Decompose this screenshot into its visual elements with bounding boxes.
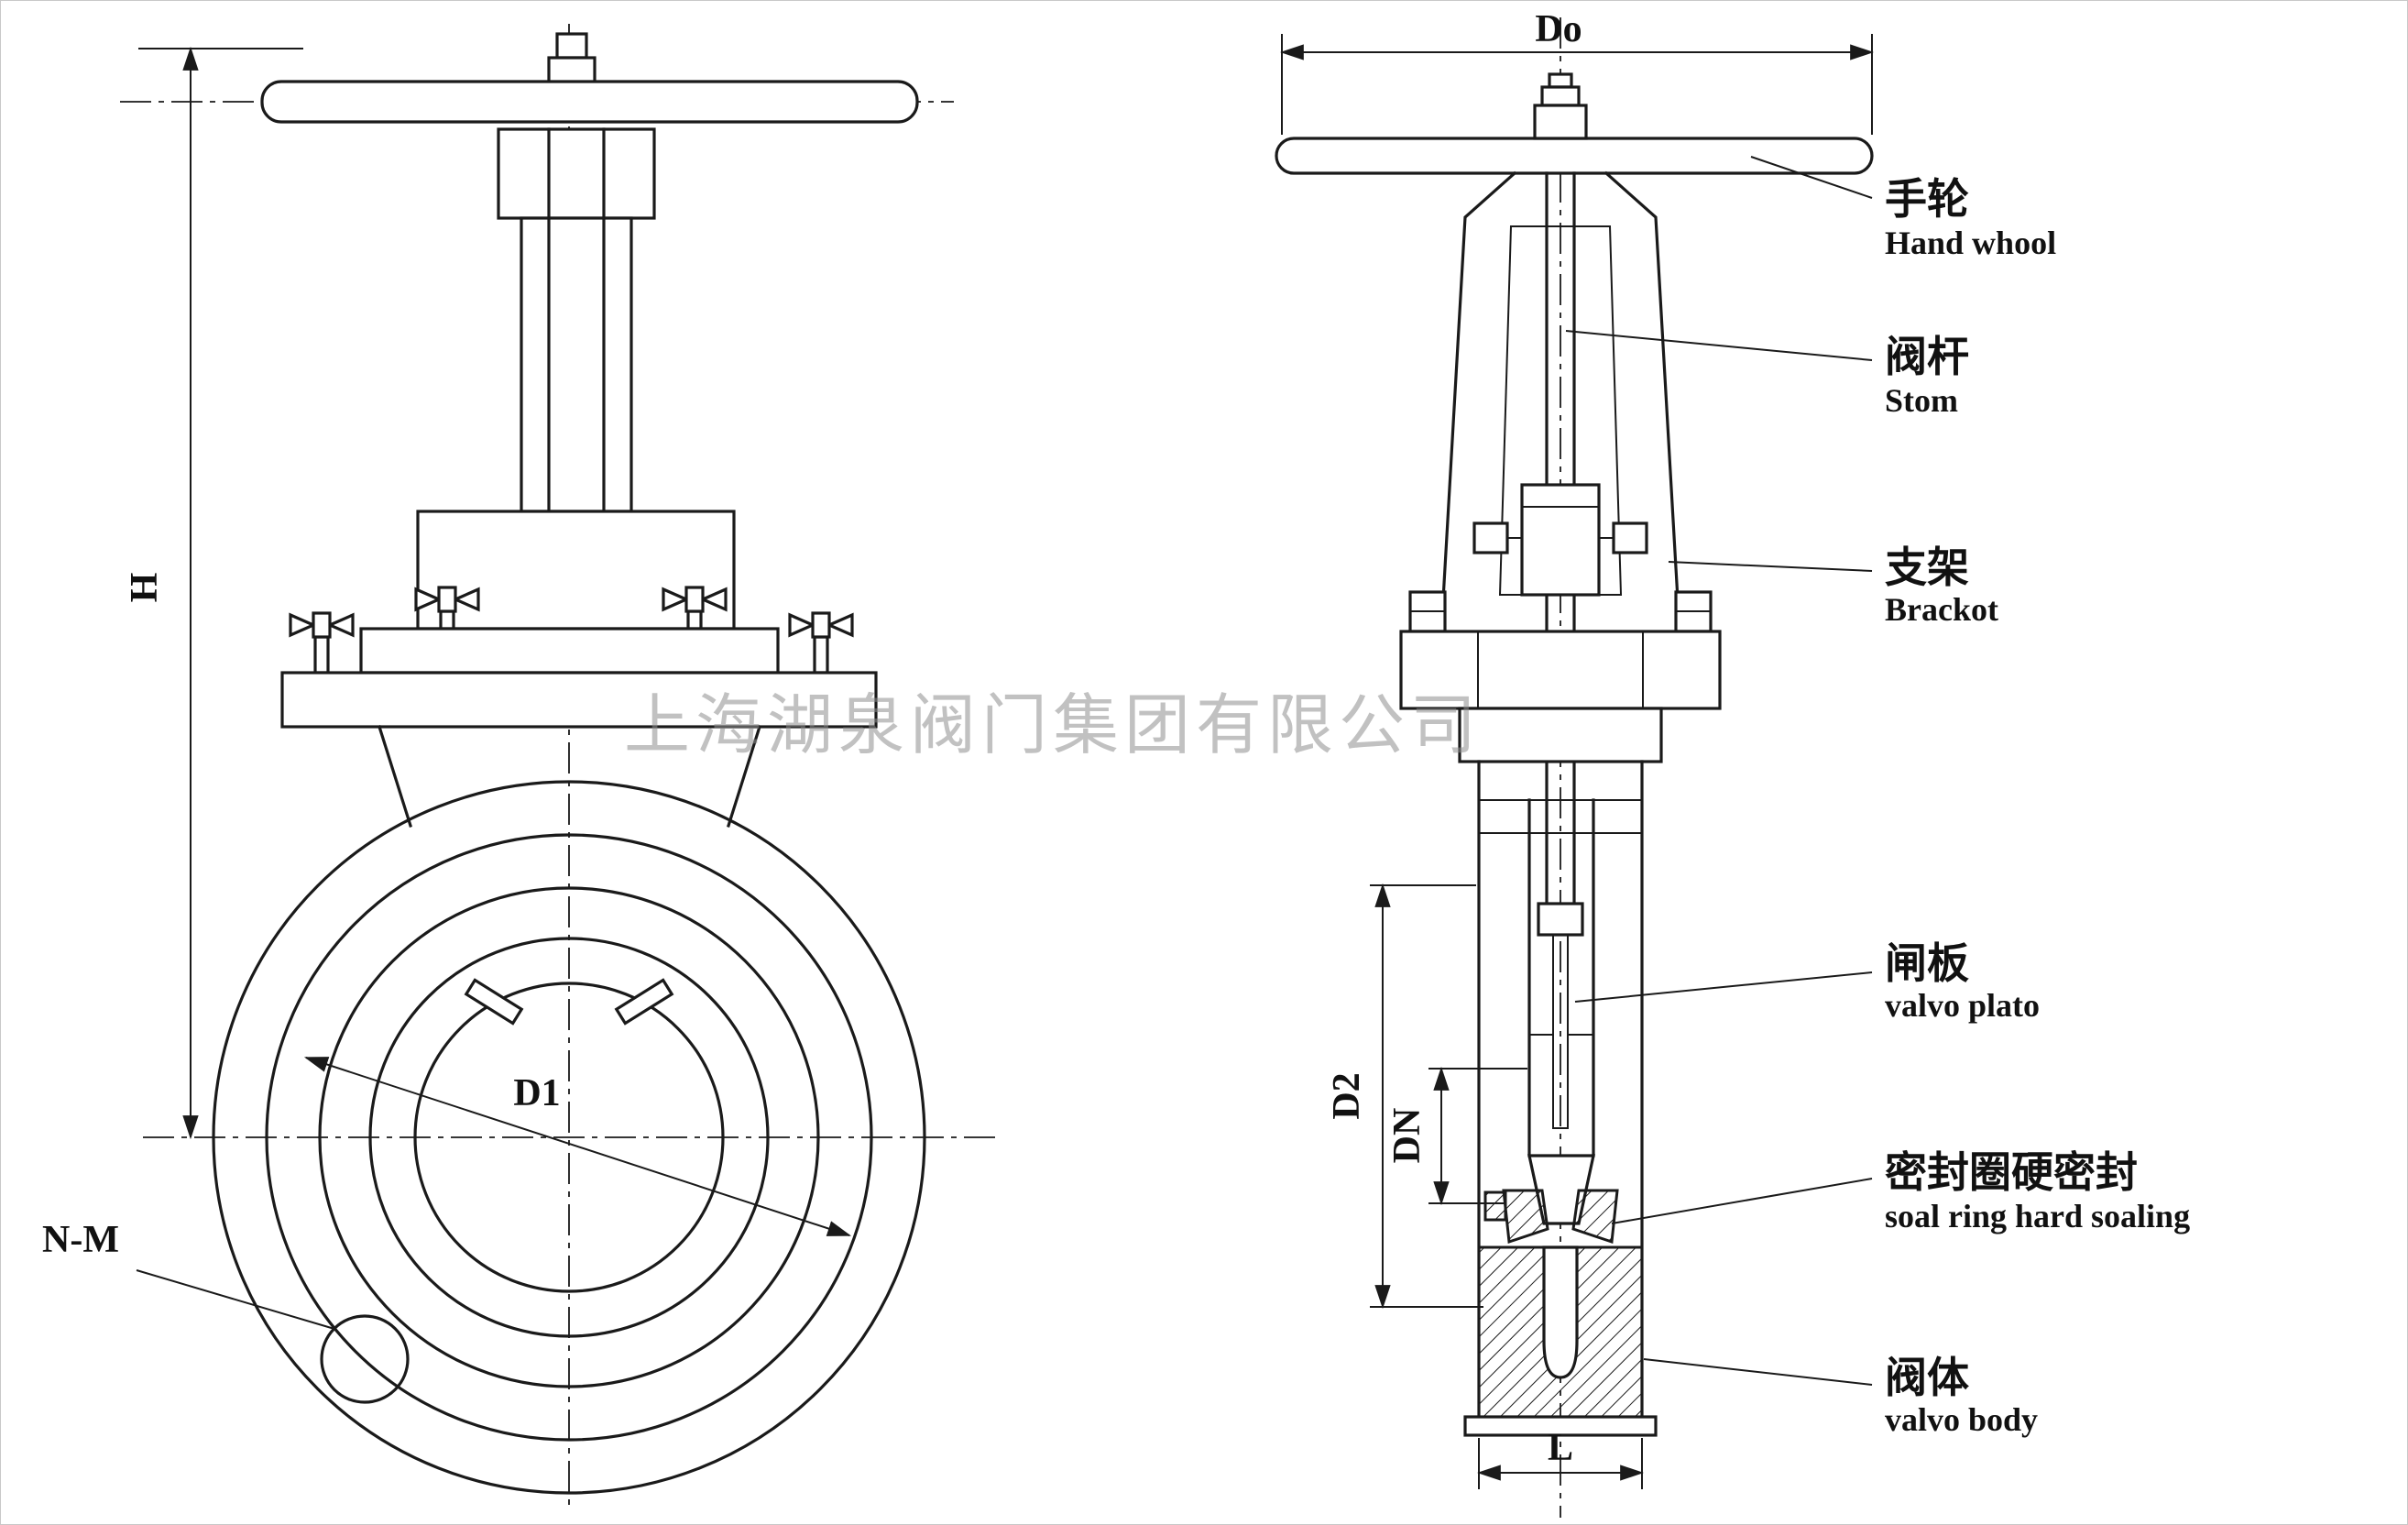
- gate-guide-notch: [464, 978, 524, 1026]
- callout-handwheel: 手轮 Hand whool: [1750, 156, 2056, 261]
- top-flange-plates: [280, 627, 878, 729]
- front-view: D1 N-M H: [42, 24, 995, 1509]
- dimension-label-nm: N-M: [42, 1219, 119, 1261]
- callout-seal-ring: 密封圈硬密封 soal ring hard soaling: [1611, 1148, 2190, 1234]
- wing-bolt: [414, 586, 480, 631]
- dimension-d2: D2: [1326, 883, 1483, 1310]
- dimension-d1: D1: [303, 1057, 852, 1236]
- valve-plate-side: [1527, 798, 1595, 1225]
- dimension-dn: DN: [1386, 1066, 1527, 1206]
- callout-stem: 阀杆 Stom: [1565, 330, 1969, 419]
- dimension-label-h: H: [124, 573, 166, 603]
- side-view: Do: [1275, 8, 2190, 1518]
- dimension-l: L: [1476, 1427, 1645, 1489]
- label-stem-zh: 阀杆: [1885, 333, 1969, 380]
- wing-bolt: [289, 611, 355, 675]
- label-valve-body-en: valvo body: [1885, 1401, 2038, 1438]
- dimension-label-dn: DN: [1386, 1108, 1428, 1164]
- label-bracket-en: Brackot: [1885, 591, 1998, 628]
- label-seal-ring-en: soal ring hard soaling: [1885, 1198, 2190, 1234]
- stem-side: [1472, 171, 1648, 910]
- dimension-label-do: Do: [1535, 8, 1582, 50]
- seal-ring-section: [1483, 1189, 1619, 1245]
- gate-guide-notch: [614, 978, 674, 1026]
- dimension-h: H: [124, 46, 303, 1140]
- handwheel-side: [1275, 72, 1874, 175]
- callout-valve-plate: 闸板 valvo plato: [1574, 939, 2040, 1024]
- dimension-do: Do: [1279, 8, 1875, 135]
- label-valve-plate-en: valvo plato: [1885, 987, 2040, 1024]
- watermark-text: 上海湖泉阀门集团有限公司: [624, 689, 1482, 762]
- callout-bracket: 支架 Brackot: [1668, 543, 1998, 628]
- label-bracket-zh: 支架: [1885, 543, 1969, 591]
- bracket-base: [1399, 590, 1722, 763]
- dimension-label-l: L: [1548, 1427, 1573, 1469]
- label-seal-ring-zh: 密封圈硬密封: [1885, 1148, 2138, 1196]
- stem-nut-front: [547, 32, 597, 85]
- bolt-hole-callout: N-M: [42, 1219, 410, 1404]
- label-handwheel-en: Hand whool: [1885, 225, 2056, 261]
- handwheel-front: [260, 80, 919, 124]
- callout-valve-body: 阀体 valvo body: [1643, 1354, 2038, 1438]
- label-valve-body-zh: 阀体: [1885, 1354, 1969, 1401]
- dimension-label-d1: D1: [513, 1072, 560, 1114]
- body-neck-front: [377, 724, 762, 828]
- label-valve-plate-zh: 闸板: [1885, 939, 1969, 987]
- label-stem-en: Stom: [1885, 382, 1958, 419]
- body-bottom-section: [1463, 1245, 1658, 1437]
- dimension-label-d2: D2: [1326, 1072, 1368, 1119]
- label-handwheel-zh: 手轮: [1885, 175, 1969, 223]
- wing-bolt: [788, 611, 854, 675]
